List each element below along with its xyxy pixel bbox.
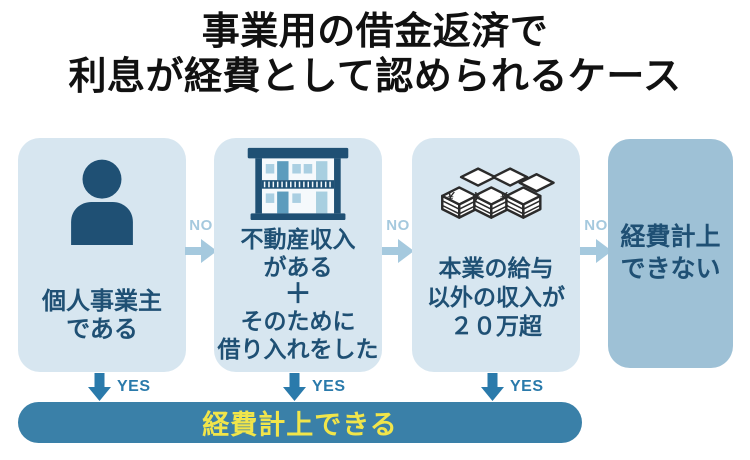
yes-connector-1: YES: [88, 373, 151, 401]
apartment-building-icon: [244, 146, 352, 220]
no-connector-2: NO: [380, 217, 416, 263]
money-stacks-icon: ¥ ¥ ¥: [437, 160, 555, 230]
page-title: 事業用の借金返済で 利息が経費として認められるケース: [0, 10, 750, 100]
step-box-side-income: ¥ ¥ ¥ 本業の給与 以外の収入が ２０万超: [412, 138, 580, 372]
arrow-down-icon: [283, 373, 306, 401]
arrow-right-icon: [185, 239, 217, 263]
svg-text:¥: ¥: [498, 190, 508, 204]
plus-sign: ＋: [284, 279, 312, 310]
arrow-down-icon: [481, 373, 504, 401]
step-label: 個人事業主 である: [42, 288, 162, 344]
arrow-down-icon: [88, 373, 111, 401]
step-label: 本業の給与 以外の収入が ２０万超: [427, 255, 565, 339]
result-box-cannot-expense: 経費計上 できない: [608, 139, 733, 368]
yes-label: YES: [510, 378, 544, 395]
no-connector-1: NO: [183, 217, 219, 263]
yes-connector-3: YES: [481, 373, 544, 401]
svg-text:¥: ¥: [445, 190, 455, 204]
page-title-line1: 事業用の借金返済で: [201, 11, 549, 53]
svg-text:¥: ¥: [472, 190, 482, 204]
result-bar-can-expense: 経費計上できる: [18, 402, 582, 443]
no-label: NO: [584, 217, 608, 234]
yes-connector-2: YES: [283, 373, 346, 401]
step-box-sole-proprietor: 個人事業主 である: [18, 138, 186, 372]
no-label: NO: [386, 217, 410, 234]
step-box-real-estate-income: 不動産収入 がある ＋ そのために 借り入れをした: [214, 138, 382, 372]
yes-label: YES: [312, 378, 346, 395]
yes-label: YES: [117, 378, 151, 395]
no-label: NO: [189, 217, 213, 234]
arrow-right-icon: [580, 239, 612, 263]
no-connector-3: NO: [578, 217, 614, 263]
step-label: 不動産収入 がある ＋ そのために 借り入れをした: [217, 226, 379, 362]
person-icon: [61, 158, 143, 246]
page-title-line2: 利息が経費として認められるケース: [68, 55, 682, 98]
arrow-right-icon: [382, 239, 414, 263]
